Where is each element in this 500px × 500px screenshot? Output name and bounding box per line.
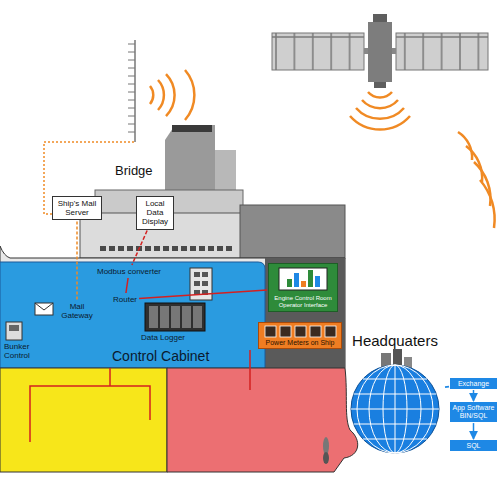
headquarters-globe: Headquaters [346, 332, 444, 455]
mail-envelope [35, 303, 53, 315]
node-text: Power Meters on Ship [261, 339, 339, 346]
engine-hold [167, 368, 358, 472]
wire-connector [126, 278, 128, 293]
device-label: Router [112, 294, 138, 305]
wire-connector [445, 386, 449, 389]
upper-hull [0, 246, 345, 368]
server-box: App Software BIN/SQL [450, 402, 497, 422]
data-display-box: Local Data Display [136, 196, 174, 230]
bridge-windows [100, 244, 235, 252]
globe-icon [346, 349, 444, 455]
meter-icons [262, 325, 338, 338]
device-label: Data Logger [140, 332, 186, 343]
mail-server-box: Ship's Mail Server [52, 196, 102, 220]
wire-connector [76, 221, 78, 301]
wire-connector [132, 231, 147, 265]
wire-connector [473, 423, 475, 439]
wire-connector [473, 390, 475, 401]
data-logger-rack [145, 303, 205, 331]
node-text: Control Cabinet [112, 348, 209, 364]
node-text: Modbus converter [97, 267, 161, 276]
power-meter-box: Power Meters on Ship [258, 322, 342, 349]
part-name: Bridge [113, 163, 155, 178]
node-text: SQL [452, 442, 495, 449]
device-label: Mail Gateway [58, 302, 96, 322]
node-text: Mail Gateway [59, 303, 95, 321]
node-text: App Software BIN/SQL [452, 404, 495, 420]
node-text: Exchange [452, 380, 495, 387]
superstructure [240, 205, 345, 258]
monitor-icon [275, 267, 331, 293]
server-box: SQL [450, 440, 497, 451]
wire-connector [139, 290, 267, 298]
node-text: Local Data Display [139, 199, 171, 227]
engine-room [265, 258, 345, 368]
control-cabinet: Control Cabinet Modbus converterRouterMai… [0, 258, 265, 368]
node-text: Data Logger [141, 333, 185, 342]
node-text: Bunker Control [4, 343, 42, 361]
antenna-mast [134, 40, 136, 142]
cargo-hold [0, 368, 167, 472]
node-text: Ship's Mail Server [55, 199, 99, 217]
satellite [272, 14, 488, 88]
node-text: Headquaters [346, 332, 444, 349]
funnel-cap [172, 125, 212, 132]
control-cabinet-panel [0, 262, 265, 368]
device-label: Bunker Control [3, 342, 43, 362]
propeller [323, 437, 329, 464]
node-text: Engine Control Room Operator Interface [271, 295, 335, 309]
operator-interface-box: Engine Control Room Operator Interface [268, 263, 338, 312]
device-label: Modbus converter [96, 266, 162, 277]
server-box: Exchange [450, 378, 497, 389]
bunker-icon [6, 322, 22, 340]
mast-ticks [128, 44, 135, 132]
node-text: Router [113, 295, 137, 304]
